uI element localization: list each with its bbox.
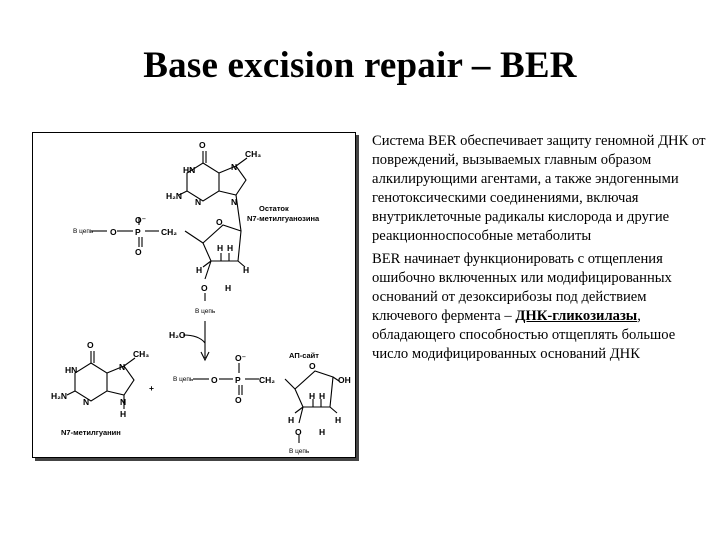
plus-sign: +	[149, 383, 154, 393]
svg-text:HN: HN	[183, 165, 195, 175]
enzyme-name: ДНК-гликозилазы	[515, 307, 638, 324]
purine-ring-5-bottom	[106, 365, 135, 396]
svg-text:O: O	[309, 361, 316, 371]
svg-text:O: O	[135, 247, 142, 257]
svg-text:O: O	[216, 217, 223, 227]
svg-text:CH₃: CH₃	[133, 349, 149, 359]
chain-label-bottom-bottom: В цепь	[289, 448, 310, 455]
purine-ring-5-top	[218, 165, 247, 196]
svg-text:N: N	[120, 397, 126, 407]
svg-text:O: O	[235, 395, 242, 405]
svg-text:OH: OH	[338, 375, 351, 385]
slide-title: Base excision repair – BER	[143, 45, 577, 86]
chain-label-bottom-left: В цепь	[173, 376, 194, 383]
svg-text:H: H	[319, 391, 325, 401]
sugar-ring-bottom	[294, 370, 334, 408]
svg-text:H₂N: H₂N	[51, 391, 67, 401]
residue-title: Остаток	[259, 204, 289, 213]
svg-text:O: O	[211, 375, 218, 385]
purine-ring-6-bottom	[74, 362, 108, 402]
paragraph-ber-system: Система BER обеспечивает защиту геномной…	[372, 133, 706, 245]
svg-text:H: H	[196, 265, 202, 275]
svg-text:H: H	[309, 391, 315, 401]
svg-text:P: P	[135, 227, 141, 237]
svg-text:N: N	[231, 197, 237, 207]
water-label: H₂O	[169, 330, 186, 340]
svg-text:H: H	[227, 243, 233, 253]
ap-site-label: АП-сайт	[289, 351, 319, 360]
svg-text:CH₂: CH₂	[259, 375, 275, 385]
svg-text:H: H	[319, 427, 325, 437]
svg-text:CH₂: CH₂	[161, 227, 177, 237]
ber-mechanism-figure: O N CH₃ HN H₂N N N O P O⁻ O CH₂ O H H H …	[32, 132, 356, 458]
svg-text:N: N	[119, 362, 125, 372]
svg-text:O: O	[201, 283, 208, 293]
svg-text:CH₃: CH₃	[245, 149, 261, 159]
svg-text:H: H	[288, 415, 294, 425]
svg-text:HN: HN	[65, 365, 77, 375]
svg-text:N: N	[231, 162, 237, 172]
svg-text:O: O	[199, 140, 206, 150]
svg-text:H: H	[225, 283, 231, 293]
residue-subtitle: N7-метилгуанозина	[247, 214, 320, 223]
svg-text:O: O	[87, 340, 94, 350]
svg-text:P: P	[235, 375, 241, 385]
svg-text:H: H	[335, 415, 341, 425]
paragraph-part-2: , обладающего способностью отщеплять бол…	[372, 307, 676, 363]
svg-text:O⁻: O⁻	[135, 215, 146, 225]
paragraph-part-1: BER начинает функционировать с отщеплени…	[372, 250, 672, 324]
svg-text:H: H	[243, 265, 249, 275]
svg-text:H₂N: H₂N	[166, 191, 182, 201]
sugar-ring-top	[202, 224, 242, 262]
paragraph-ber-mechanism: BER начинает функционировать с отщеплени…	[372, 250, 712, 365]
svg-text:H: H	[217, 243, 223, 253]
svg-text:N: N	[195, 197, 201, 207]
free-base-label: N7-метилгуанин	[61, 428, 121, 437]
svg-text:N: N	[83, 397, 89, 407]
chain-label-top-bottom: В цепь	[195, 308, 216, 315]
text-column: Система BER обеспечивает защиту геномной…	[372, 132, 712, 367]
svg-text:O: O	[295, 427, 302, 437]
svg-text:H: H	[120, 409, 126, 419]
svg-text:O⁻: O⁻	[235, 353, 246, 363]
svg-text:O: O	[110, 227, 117, 237]
chain-label-top-left: В цепь	[73, 228, 94, 235]
